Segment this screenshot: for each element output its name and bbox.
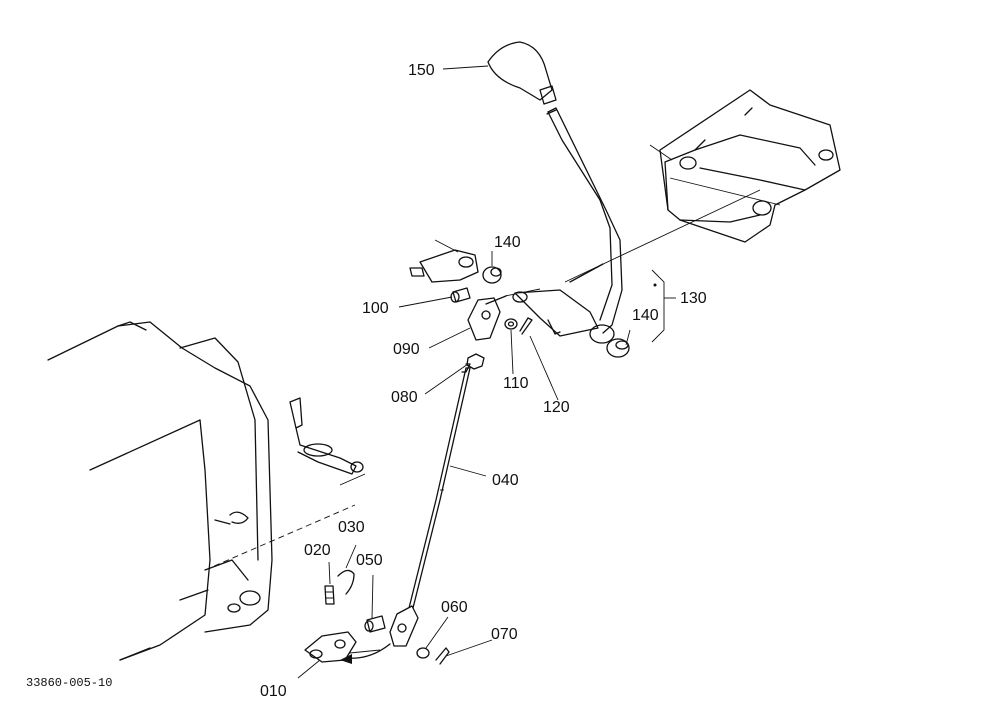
- label-040: 040: [492, 472, 519, 489]
- label-020: 020: [304, 542, 331, 559]
- label-120: 120: [543, 399, 570, 416]
- pin-100: [450, 287, 471, 303]
- wire-clip-030: [337, 569, 355, 595]
- cotter-pin-120: [519, 317, 533, 335]
- figure-code: 33860-005-10: [26, 676, 112, 690]
- bushing-140-lower: [606, 338, 630, 358]
- label-060: 060: [441, 599, 468, 616]
- label-010: 010: [260, 683, 287, 700]
- washer-110: [504, 318, 518, 330]
- shift-lever-130: [512, 107, 623, 344]
- bushing-140-upper: [482, 266, 502, 284]
- assembly-axis-lines: [329, 189, 761, 656]
- pivot-bracket: [409, 239, 479, 283]
- yoke-090: [467, 295, 507, 341]
- lever-bracket: [649, 89, 841, 243]
- washer-060: [416, 647, 430, 659]
- transmission-housing: [47, 321, 356, 661]
- shift-arm-010: [304, 631, 391, 664]
- label-050: 050: [356, 552, 383, 569]
- knob-150: [487, 41, 557, 115]
- label-150: 150: [408, 62, 435, 79]
- clevis: [389, 605, 419, 647]
- label-110: 110: [503, 375, 529, 392]
- label-140-upper: 140: [494, 234, 521, 251]
- nut-080: [466, 353, 485, 370]
- label-030: 030: [338, 519, 365, 536]
- label-070: 070: [491, 626, 518, 643]
- label-140-lower: 140: [632, 307, 659, 324]
- label-100: 100: [362, 300, 389, 317]
- label-090: 090: [393, 341, 420, 358]
- cotter-pin-070: [435, 647, 450, 665]
- spring-pin-020: [324, 585, 335, 605]
- part-labels: 150 140 100 090 080 110 120 130 140 040 …: [26, 62, 707, 700]
- pin-050: [364, 615, 386, 633]
- label-080: 080: [391, 389, 418, 406]
- leader-lines: [297, 65, 676, 679]
- label-130: 130: [680, 290, 707, 307]
- shift-fork-assembly: [289, 397, 366, 486]
